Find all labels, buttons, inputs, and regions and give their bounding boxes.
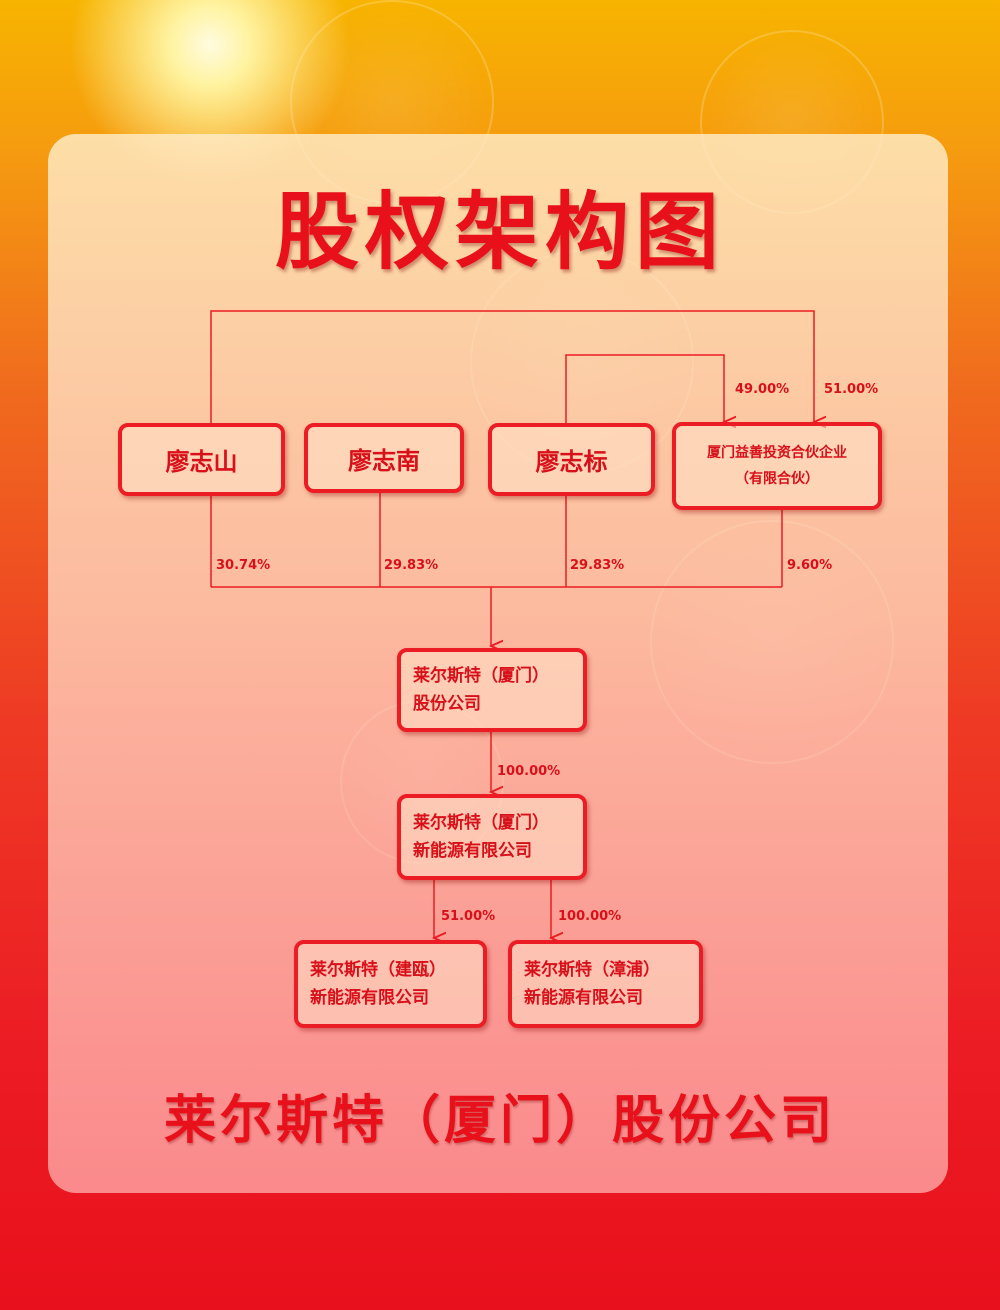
company-name-line1: 莱尔斯特（厦门） [413,813,549,833]
company-name-line1: 莱尔斯特（厦门） [413,666,549,686]
shareholder-liao-zhinan: 廖志南 [304,423,464,493]
shareholder-name: 廖志标 [535,448,608,476]
stake-label-zhangpu: 100.00% [558,909,622,924]
partnership-name-line1: 厦门益善投资合伙企业 [707,445,847,461]
shareholder-liao-zhishan: 廖志山 [118,423,285,496]
stake-label-yishan-partnership: 9.60% [787,558,833,573]
stake-label-liao-zhibiao: 29.83% [570,558,625,573]
shareholder-liao-zhibiao: 廖志标 [488,423,655,496]
company-name-line1: 莱尔斯特（漳浦） [524,960,660,980]
stake-label-liao-zhinan: 29.83% [384,558,439,573]
stake-label-liao-zhishan: 30.74% [216,558,271,573]
jianou-company: 莱尔斯特（建瓯） 新能源有限公司 [294,940,487,1028]
shareholder-yishan-partnership: 厦门益善投资合伙企业 （有限合伙） [672,422,882,510]
company-name-line2: 新能源有限公司 [413,841,532,861]
company-name-line2: 新能源有限公司 [310,988,429,1008]
page-title: 股权架构图 [274,182,725,281]
subsidiary-company: 莱尔斯特（厦门） 新能源有限公司 [397,794,587,880]
stake-label-jianou: 51.00% [441,909,496,924]
company-name-line2: 股份公司 [413,694,481,714]
company-name-line1: 莱尔斯特（建瓯） [310,960,446,980]
stake-label-liao-zhishan-partnership: 51.00% [824,382,879,397]
stake-label-parent-subsidiary: 100.00% [497,764,561,779]
shareholder-name: 廖志南 [348,446,420,475]
shareholder-name: 廖志山 [165,448,238,476]
partnership-name-line2: （有限合伙） [735,471,819,487]
parent-company: 莱尔斯特（厦门） 股份公司 [397,648,587,732]
company-name-line2: 新能源有限公司 [524,988,643,1008]
zhangpu-company: 莱尔斯特（漳浦） 新能源有限公司 [508,940,703,1028]
company-footer-title: 莱尔斯特（厦门）股份公司 [163,1091,836,1151]
stake-label-liao-zhibiao-partnership: 49.00% [735,382,790,397]
